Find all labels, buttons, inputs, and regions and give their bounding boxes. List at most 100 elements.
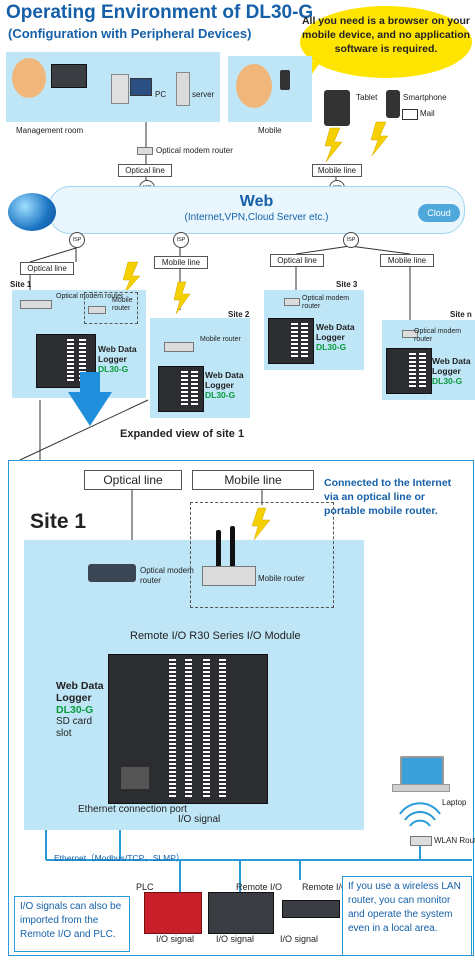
sd-card-label: SD card slot <box>56 716 93 739</box>
mobile-line-box: Mobile line <box>312 164 362 177</box>
pc-icon <box>111 74 129 104</box>
optical-modem-router-label: Optical modem router <box>156 146 233 155</box>
ethernet-port-label: Ethernet connection port <box>78 804 187 815</box>
siten-panel <box>382 320 475 400</box>
web-subtitle: (Internet,VPN,Cloud Server etc.) <box>184 212 329 223</box>
site1-optical-router-label: Optical modem router <box>56 293 124 300</box>
remote-io-compact-device <box>282 900 340 918</box>
smartphone-label: Smartphone <box>403 93 447 102</box>
mail-label: Mail <box>420 109 435 118</box>
connected-note: Connected to the Internet via an optical… <box>324 477 452 517</box>
siten-mobile-line-box: Mobile line <box>380 254 434 267</box>
site1-label: Site 1 <box>10 280 32 289</box>
web-data-logger-main-device <box>108 654 268 804</box>
io-signal-label: I/O signal <box>216 934 255 944</box>
io-signal-label: I/O signal <box>178 814 221 825</box>
remote-io-label-1: Remote I/O <box>236 882 283 892</box>
optical-modem-router-icon <box>284 298 300 306</box>
site2-label: Site 2 <box>228 310 250 319</box>
expand-arrow-icon <box>68 392 112 426</box>
expanded-mobile-router-label: Mobile router <box>258 574 305 583</box>
tablet-label: Tablet <box>356 93 378 102</box>
site3-optical-line-box: Optical line <box>270 254 324 267</box>
ethernet-bus-label: Ethernet（Modbus/TCP、SLMP） <box>54 853 185 863</box>
smartphone-icon <box>386 90 400 118</box>
io-signal-label: I/O signal <box>280 934 319 944</box>
wlan-router-label: WLAN Router <box>434 836 475 845</box>
site1-panel <box>12 290 146 398</box>
main-wdl-label: Web Data Logger DL30-G <box>56 680 104 716</box>
mobile-user-figure <box>236 64 272 108</box>
web-title: Web <box>239 193 274 210</box>
siten-wdl-label: Web Data Logger DL30-G <box>432 356 471 386</box>
plc-label: PLC <box>136 882 154 892</box>
web-band: Web (Internet,VPN,Cloud Server etc.) <box>48 186 465 234</box>
web-data-logger-device <box>386 348 432 394</box>
mobile-router-dashed-frame <box>190 502 334 608</box>
globe-icon <box>8 193 56 231</box>
ethernet-port-icon <box>121 767 149 789</box>
server-label: server <box>192 90 215 99</box>
optical-modem-router-icon <box>20 300 52 309</box>
mobile-router-icon <box>164 342 194 352</box>
site3-panel <box>264 290 364 370</box>
monitor-icon <box>51 64 87 88</box>
expanded-view-label: Expanded view of site 1 <box>120 428 245 440</box>
site1-wdl-label: Web Data Logger DL30-G <box>98 344 137 374</box>
management-room-panel <box>6 52 220 122</box>
io-signal-label: I/O signal <box>156 934 195 944</box>
operator-figure <box>12 58 46 98</box>
page-subtitle: (Configuration with Peripheral Devices) <box>8 26 252 41</box>
mobile-label: Mobile <box>258 126 282 135</box>
web-data-logger-device <box>268 318 314 364</box>
remote-io-label-2: Remote I/O <box>302 882 349 892</box>
laptop-base-icon <box>392 784 450 792</box>
expanded-optical-line-box: Optical line <box>84 470 182 490</box>
site3-wdl-label: Web Data Logger DL30-G <box>316 322 355 352</box>
optical-line-box: Optical line <box>118 164 172 177</box>
pc-label: PC <box>155 90 167 99</box>
site2-panel <box>150 318 250 418</box>
expanded-optical-router-label: Optical modem router <box>140 566 194 585</box>
expanded-site-title: Site 1 <box>30 510 87 533</box>
expanded-mobile-line-box: Mobile line <box>192 470 314 490</box>
mobile-router-icon <box>88 306 106 314</box>
optical-modem-router-device <box>88 564 136 582</box>
siten-label: Site n <box>450 310 472 319</box>
antenna-icon <box>216 530 221 568</box>
expanded-view-frame <box>8 460 474 956</box>
cloud-badge: Cloud <box>418 204 460 222</box>
remote-io-module-label: Remote I/O R30 Series I/O Module <box>130 630 301 642</box>
mail-icon <box>402 109 418 120</box>
mobile-panel <box>228 56 312 122</box>
optical-modem-router-icon <box>402 330 418 338</box>
isp-badge: ISP <box>343 232 359 248</box>
antenna-icon <box>230 526 235 568</box>
tablet-icon <box>324 90 350 126</box>
mobile-router-device <box>202 566 256 586</box>
laptop-icon <box>400 756 444 786</box>
site2-mobile-line-box: Mobile line <box>154 256 208 269</box>
web-data-logger-device <box>158 366 204 412</box>
mobile-router-frame <box>84 292 138 324</box>
wireless-note: If you use a wireless LAN router, you ca… <box>342 876 472 956</box>
plc-device <box>144 892 202 934</box>
page-title: Operating Environment of DL30-G <box>6 2 314 23</box>
site2-mobile-router-label: Mobile router <box>200 336 241 343</box>
remote-io-device <box>208 892 274 934</box>
expand-arrow-stem <box>80 372 100 394</box>
siten-optical-router-label: Optical modem router <box>414 328 462 343</box>
site1-optical-line-box: Optical line <box>20 262 74 275</box>
isp-badge: ISP <box>173 232 189 248</box>
server-icon <box>176 72 190 106</box>
pc-monitor-icon <box>130 78 152 96</box>
io-signals-note: I/O signals can also be imported from th… <box>14 896 130 952</box>
wlan-router-icon <box>410 836 432 846</box>
optical-modem-router-icon <box>137 147 153 155</box>
phone-icon <box>280 70 290 90</box>
management-room-label: Management room <box>16 126 84 135</box>
isp-badge: ISP <box>69 232 85 248</box>
site2-wdl-label: Web Data Logger DL30-G <box>205 370 244 400</box>
site3-label: Site 3 <box>336 280 358 289</box>
laptop-label: Laptop <box>442 798 467 807</box>
